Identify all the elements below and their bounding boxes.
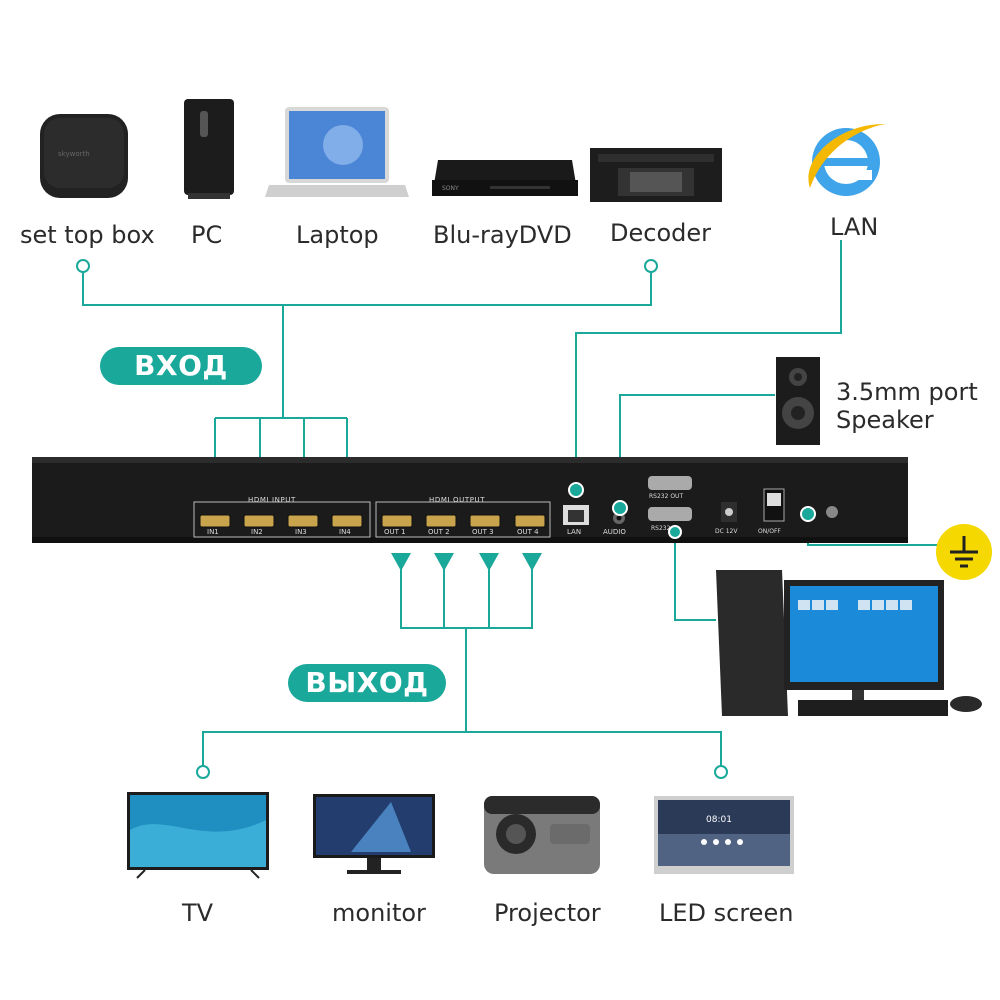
projector-icon — [480, 788, 604, 885]
hdmi-output-group-label: HDMI OUTPUT — [429, 496, 486, 504]
port-label-out1: OUT 1 — [384, 528, 406, 536]
speaker-icon — [774, 355, 822, 452]
ground-icon — [934, 522, 996, 589]
port-label-audio: AUDIO — [603, 528, 626, 536]
matrix-switcher-panel: HDMI INPUT HDMI OUTPUT IN1 IN2 IN3 IN4 O… — [32, 457, 908, 543]
svg-text:SONY: SONY — [442, 185, 459, 192]
port-label-out2: OUT 2 — [428, 528, 450, 536]
output-label-tv: TV — [182, 899, 214, 927]
internet-explorer-icon — [800, 118, 896, 207]
port-label-power: ON/OFF — [758, 528, 781, 535]
port-label-rs232-in: RS232 IN — [651, 525, 679, 532]
tv-icon — [125, 790, 271, 885]
input-label-laptop: Laptop — [296, 221, 379, 249]
input-label-decoder: Decoder — [610, 219, 711, 247]
output-label-monitor: monitor — [332, 899, 426, 927]
input-label-pc: PC — [191, 221, 223, 249]
port-label-out4: OUT 4 — [517, 528, 539, 536]
lan-label: LAN — [830, 213, 879, 241]
output-pill: ВЫХОД — [288, 664, 446, 702]
decoder-icon — [588, 146, 724, 209]
port-label-lan: LAN — [567, 528, 582, 536]
port-label-out3: OUT 3 — [472, 528, 494, 536]
port-label-rs232-out: RS232 OUT — [649, 493, 684, 500]
speaker-label-name: Speaker — [836, 406, 934, 434]
port-label-in4: IN4 — [339, 528, 351, 536]
port-label-dc: DC 12V — [715, 528, 738, 535]
input-pill: ВХОД — [100, 347, 262, 385]
output-label-projector: Projector — [494, 899, 601, 927]
bluray-player-icon: SONY — [430, 158, 580, 207]
control-computer-icon — [712, 560, 988, 725]
input-label-set-top-box: set top box — [20, 221, 155, 249]
speaker-label-port: 3.5mm port — [836, 378, 978, 406]
output-label-led-screen: LED screen — [659, 899, 794, 927]
port-label-in1: IN1 — [207, 528, 219, 536]
monitor-icon — [311, 792, 437, 885]
pc-tower-icon — [180, 97, 240, 208]
svg-text:skyworth: skyworth — [58, 150, 90, 158]
hdmi-input-group-label: HDMI INPUT — [248, 496, 296, 504]
svg-text:08:01: 08:01 — [706, 815, 732, 825]
led-screen-icon: 08:01 — [652, 794, 796, 881]
port-label-in3: IN3 — [295, 528, 307, 536]
port-label-in2: IN2 — [251, 528, 263, 536]
laptop-icon — [265, 105, 410, 208]
input-label-bluray: Blu-rayDVD — [433, 221, 572, 249]
set-top-box-icon: skyworth — [38, 110, 130, 207]
